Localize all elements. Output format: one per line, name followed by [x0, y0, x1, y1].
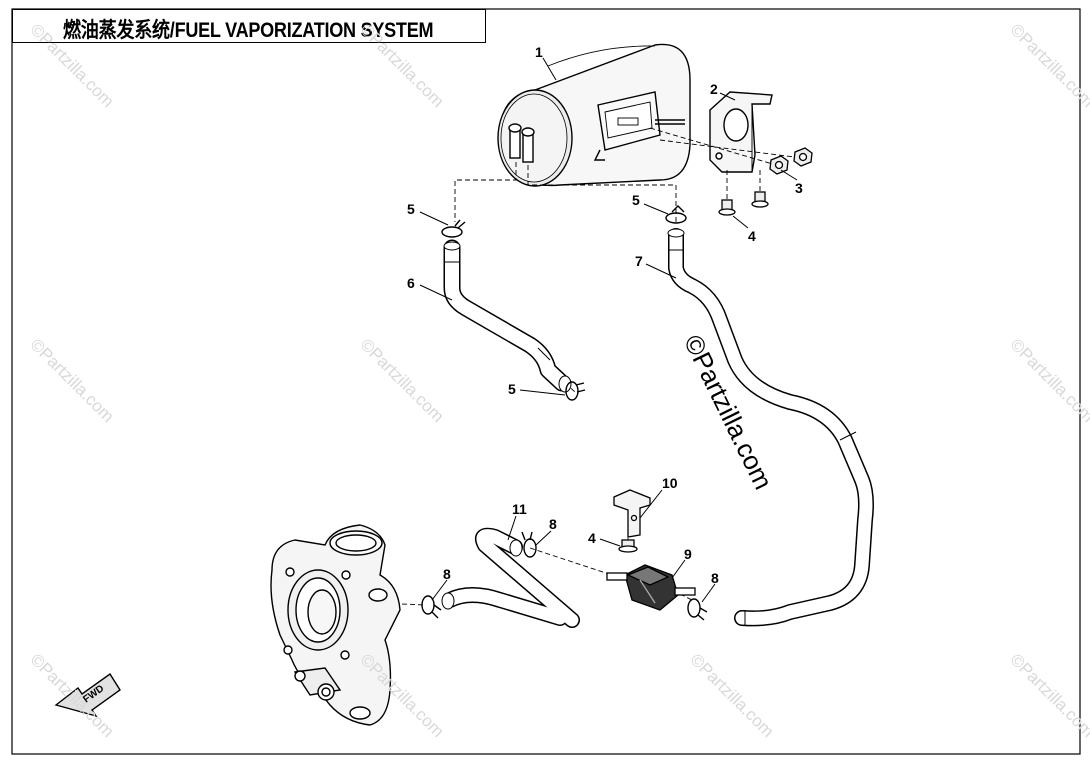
callout-3: 3	[795, 180, 803, 196]
callout-5: 5	[508, 381, 516, 397]
callout-5: 5	[632, 192, 640, 208]
title-box: 燃油蒸发系统/FUEL VAPORIZATION SYSTEM	[12, 9, 486, 43]
solenoid-valve[interactable]	[606, 564, 696, 611]
callout-6: 6	[407, 275, 415, 291]
callout-9: 9	[684, 546, 692, 562]
hose-clamp[interactable]	[421, 205, 708, 621]
callout-7: 7	[635, 253, 643, 269]
fwd-arrow-icon	[54, 672, 121, 718]
callout-4: 4	[588, 530, 596, 546]
page-title: 燃油蒸发系统/FUEL VAPORIZATION SYSTEM	[63, 19, 434, 42]
callout-4: 4	[748, 228, 756, 244]
diagram-border	[11, 8, 1081, 755]
flange-bolt[interactable]	[618, 191, 769, 553]
callout-8: 8	[711, 570, 719, 586]
canister-bracket[interactable]	[709, 91, 773, 173]
flange-nut[interactable]	[769, 147, 813, 175]
callout-5: 5	[407, 201, 415, 217]
callout-1: 1	[535, 44, 543, 60]
canister[interactable]	[497, 43, 691, 187]
leader-lines	[419, 57, 798, 603]
callout-8: 8	[443, 566, 451, 582]
callout-8: 8	[549, 516, 557, 532]
callout-11: 11	[512, 501, 527, 517]
callout-10: 10	[662, 475, 678, 491]
callout-2: 2	[710, 81, 718, 97]
valve-bracket[interactable]	[613, 489, 651, 538]
intake-manifold[interactable]	[270, 524, 401, 726]
